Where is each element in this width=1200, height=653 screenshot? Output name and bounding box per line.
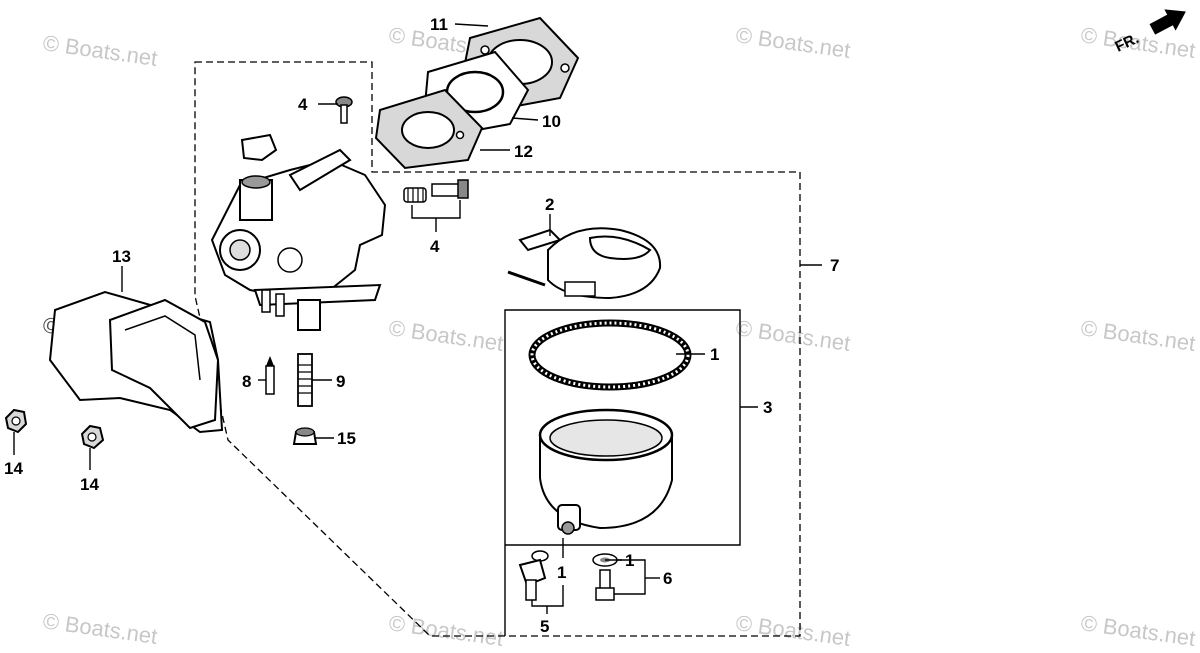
main-nozzle-9 [297,353,313,407]
gasket-12 [374,88,484,170]
callout-11: 11 [430,15,448,34]
callout-4: 4 [298,95,308,114]
bolt-6 [592,553,618,601]
callout-9: 9 [336,372,345,391]
callout-1: 1 [710,345,719,364]
callout-1: 1 [625,551,634,570]
watermark: © Boats.net [387,315,505,356]
callout-3: 3 [763,398,772,417]
callout-2: 2 [545,195,554,214]
cover-13 [48,290,224,434]
watermark: © Boats.net [387,610,505,651]
watermark: © Boats.net [734,22,852,63]
leader-lines [13,23,822,614]
float-2 [507,227,662,300]
o-ring-1 [528,319,692,391]
callout-5: 5 [540,617,549,636]
callout-4: 4 [430,237,440,256]
watermark: © Boats.net [734,315,852,356]
callout-8: 8 [242,372,251,391]
watermark: © Boats.net [41,30,159,71]
nut-14 [4,408,28,434]
callout-6: 6 [663,569,672,588]
callout-14: 14 [4,459,23,478]
callouts: 11 10 12 4 4 2 7 1 3 8 9 15 13 14 14 1 5… [4,15,839,636]
callout-14: 14 [80,475,99,494]
watermark: © Boats.net [41,608,159,649]
callout-10: 10 [542,112,561,131]
callout-7: 7 [830,256,839,275]
needle-8 [265,356,275,395]
watermarks: © Boats.net © Boats.net © Boats.net © Bo… [41,22,1197,651]
pilot-screw-4 [403,179,469,203]
callout-1: 1 [557,563,566,582]
drain-screw-5 [518,550,549,601]
float-chamber [538,408,674,535]
watermark: © Boats.net [1079,315,1197,356]
watermark: © Boats.net [1079,610,1197,651]
callout-13: 13 [112,247,131,266]
nut-14 [80,424,105,450]
carburetor-body [210,133,387,331]
arrow-icon [1149,9,1186,35]
float-chamber-bracket [504,309,741,636]
screw-4 [335,96,353,124]
watermark: © Boats.net [734,610,852,651]
callout-15: 15 [337,429,356,448]
callout-12: 12 [514,142,533,161]
main-jet-15 [292,427,318,445]
